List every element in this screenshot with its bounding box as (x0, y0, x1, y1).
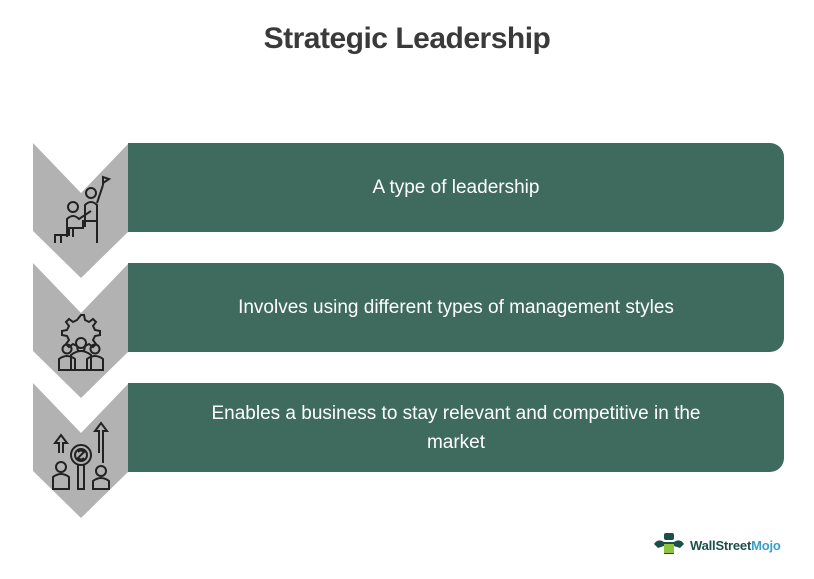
wallstreetmojo-logo: WallStreetMojo (652, 532, 781, 558)
team-climbing-steps-icon (54, 175, 112, 243)
mascot-icon (654, 533, 684, 554)
growth-money-icon (52, 421, 110, 490)
item-3-box: Enables a business to stay relevant and … (128, 383, 784, 472)
item-1-box: A type of leadership (128, 143, 784, 232)
item-1-text: A type of leadership (372, 177, 540, 198)
item-2-box: Involves using different types of manage… (128, 263, 784, 352)
team-gear-icon (58, 314, 104, 371)
chevron-2 (33, 263, 129, 398)
item-3-text: Enables a business to stay relevant and … (211, 402, 701, 453)
item-2-text: Involves using different types of manage… (238, 297, 674, 318)
logo-text: WallStreetMojo (690, 537, 781, 553)
page-title: Strategic Leadership (263, 22, 551, 55)
chevron-3 (33, 383, 129, 518)
chevron-1 (33, 143, 129, 278)
